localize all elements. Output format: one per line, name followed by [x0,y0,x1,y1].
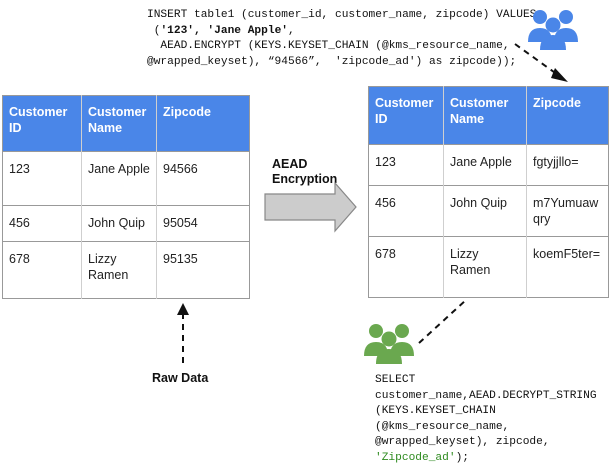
cell-name: Jane Apple [81,151,157,206]
table-row: 123 Jane Apple fgtyjjllo= [368,144,609,186]
cell-name: John Quip [81,205,157,242]
insert-line-2-suffix: , [288,24,295,37]
select-line-6-suffix: ); [455,451,470,464]
header-zipcode: Zipcode [156,95,250,152]
select-ad-value: 'Zipcode_ad' [375,451,456,464]
select-line-2: customer_name,AEAD.DECRYPT_STRING [375,389,597,402]
select-line-4: (@kms_resource_name, [375,420,510,433]
insert-sql: INSERT table1 (customer_id, customer_nam… [147,8,536,70]
select-line-3: (KEYS.KEYSET_CHAIN [375,405,496,417]
cell-id: 456 [2,205,82,242]
cell-zipcode: m7Yumuaw qry [526,185,609,237]
insert-line-4: @wrapped_keyset), “94566”, 'zipcode_ad')… [147,55,517,68]
select-sql: SELECT customer_name,AEAD.DECRYPT_STRING… [375,373,597,466]
select-line-1: SELECT [375,374,416,386]
cell-name: Jane Apple [443,144,527,186]
header-zipcode: Zipcode [526,86,609,145]
raw-data-table: Customer ID Customer Name Zipcode 123 Ja… [2,95,250,299]
cell-id: 456 [368,185,444,237]
insert-line-1: INSERT table1 (customer_id, customer_nam… [147,9,537,21]
header-customer-name: Customer Name [81,95,157,152]
aead-encryption-label: AEAD Encryption [272,157,337,187]
cell-name: John Quip [443,185,527,237]
cell-id: 678 [2,241,82,299]
cell-name: Lizzy Ramen [81,241,157,299]
insert-line-2-prefix: ( [147,24,161,37]
raw-data-arrowhead [177,303,189,315]
table-row: 456 John Quip m7Yumuaw qry [368,185,609,237]
cell-zipcode: koemF5ter= [526,236,609,298]
select-dashed-line [418,299,467,344]
insert-dashed-arrow [514,43,559,76]
cell-name: Lizzy Ramen [443,236,527,298]
cell-id: 678 [368,236,444,298]
table-row: 678 Lizzy Ramen 95135 [2,241,250,299]
table-row: 678 Lizzy Ramen koemF5ter= [368,236,609,298]
cell-zipcode: 95054 [156,205,250,242]
cell-zipcode: 94566 [156,151,250,206]
cell-id: 123 [368,144,444,186]
aead-label-line-1: AEAD [272,157,308,171]
insert-arrowhead [551,68,568,82]
header-customer-id: Customer ID [2,95,82,152]
raw-data-label: Raw Data [152,371,209,385]
encrypted-table: Customer ID Customer Name Zipcode 123 Ja… [368,86,609,298]
user-group-icon [364,324,414,364]
header-customer-id: Customer ID [368,86,444,145]
table-header-row: Customer ID Customer Name Zipcode [2,95,250,152]
table-row: 456 John Quip 95054 [2,205,250,242]
table-header-row: Customer ID Customer Name Zipcode [368,86,609,145]
insert-values: '123', 'Jane Apple' [160,24,288,37]
select-line-5: @wrapped_keyset), zipcode, [375,436,550,448]
cell-id: 123 [2,151,82,206]
encryption-arrow [264,181,357,233]
insert-line-3: AEAD.ENCRYPT (KEYS.KEYSET_CHAIN (@kms_re… [147,40,510,52]
table-row: 123 Jane Apple 94566 [2,151,250,206]
header-customer-name: Customer Name [443,86,527,145]
user-group-icon [528,10,578,50]
cell-zipcode: fgtyjjllo= [526,144,609,186]
cell-zipcode: 95135 [156,241,250,299]
aead-label-line-2: Encryption [272,172,338,186]
